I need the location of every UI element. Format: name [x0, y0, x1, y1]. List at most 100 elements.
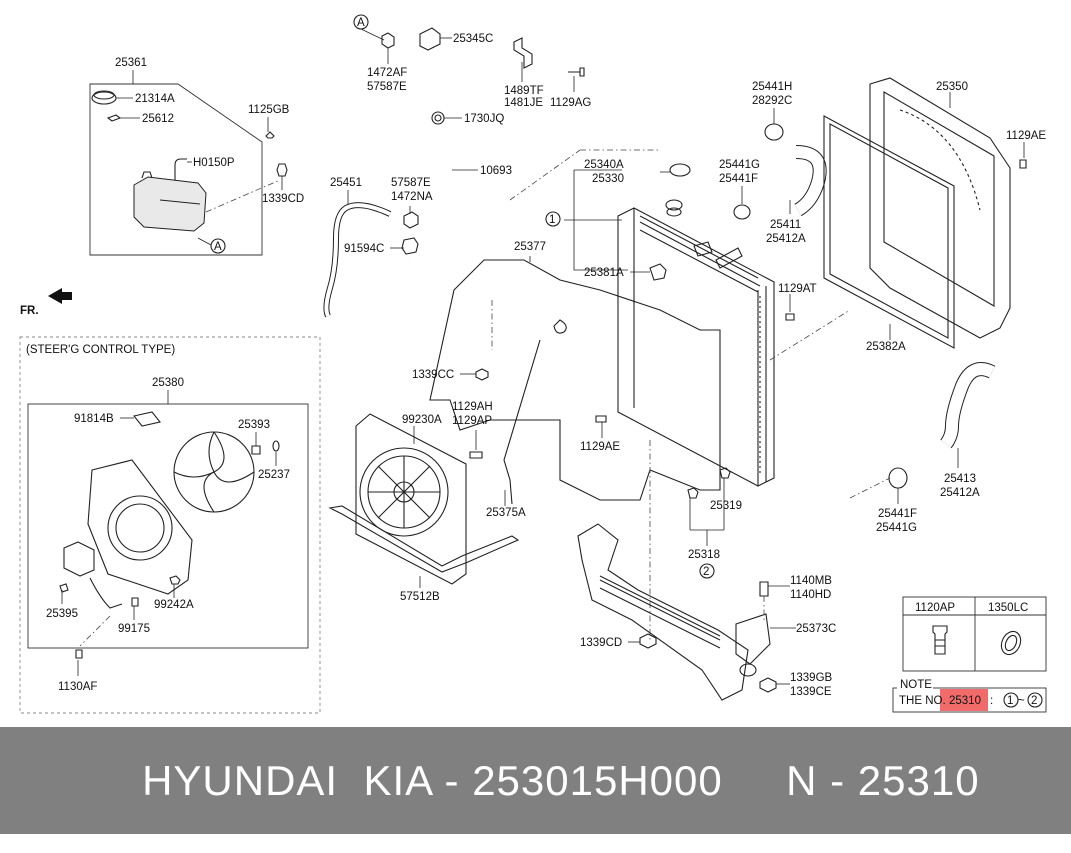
label-57587e-mid: 57587E: [391, 177, 431, 189]
label-91594c: 91594C: [344, 243, 384, 255]
fastener-col2-label: 1350LC: [988, 602, 1028, 614]
label-1129at: 1129AT: [778, 283, 817, 295]
reservoir-cap-drawing: [91, 91, 117, 105]
note-prefix: THE NO.: [899, 695, 946, 707]
label-1730jq: 1730JQ: [464, 113, 504, 125]
callout-1-text: 1: [549, 214, 555, 226]
footer-n-label: N: [786, 756, 818, 804]
clamp-1472na-drawing: [403, 211, 419, 229]
callout-2-text: 2: [703, 566, 709, 578]
part-number-footer: HYUNDAI KIA - 253015H000 N - 25310: [0, 727, 1071, 834]
label-25380: 25380: [152, 377, 184, 389]
label-1472na: 1472NA: [391, 191, 433, 203]
fan-shroud-drawing: [87, 459, 193, 595]
footer-make: KIA: [363, 756, 432, 804]
label-1140mb: 1140MB: [790, 575, 832, 587]
label-99230a: 99230A: [402, 414, 442, 426]
label-99175: 99175: [118, 623, 150, 635]
grommet-1339cd-drawing: [276, 163, 288, 177]
label-25373c: 25373C: [796, 623, 836, 635]
label-1129ae-mid: 1129AE: [580, 441, 620, 453]
parts-diagram: 25361 21314A 25612 1125GB H0150P 1339CD …: [19, 14, 1047, 714]
fan-motor-drawing: [63, 541, 95, 577]
radiator-filler-neck: [665, 199, 683, 211]
bolt-25318-drawing: [687, 487, 699, 499]
note-range-start: 1: [1007, 695, 1013, 707]
label-1130af: 1130AF: [58, 681, 97, 693]
label-25330: 25330: [592, 173, 624, 185]
note-box: [892, 687, 1047, 713]
bolt-1129ah-drawing: [469, 451, 483, 459]
note-highlight: [940, 689, 988, 711]
note-separator: :: [990, 695, 993, 707]
front-label: FR.: [20, 305, 39, 317]
washer-25237-drawing: [272, 440, 280, 452]
steering-control-dashed-box: [19, 336, 321, 714]
clamp-25441f-top-drawing: [733, 204, 751, 220]
fan-shroud-25377-drawing: [429, 259, 721, 501]
callout-a-bottom-text: A: [214, 241, 222, 253]
hose-h0150p-drawing: [174, 158, 187, 185]
clamp-1472af-drawing: [381, 32, 395, 49]
label-1481je: 1481JE: [504, 97, 543, 109]
label-1339cd-bottom: 1339CD: [580, 637, 622, 649]
label-25411: 25411: [770, 219, 801, 231]
nut-99242a-drawing: [169, 575, 181, 585]
frame-25382a-drawing: [823, 115, 955, 349]
label-1129ah: 1129AH: [452, 401, 493, 413]
bracket-25345c-drawing: [419, 27, 441, 51]
bolt-1130af-drawing: [75, 649, 83, 659]
rod-25375a-drawing: [503, 339, 541, 505]
bolt-1120ap-icon: [932, 625, 948, 655]
label-25318: 25318: [688, 549, 720, 561]
label-25412a-top: 25412A: [766, 233, 806, 245]
shroud-group: [429, 256, 721, 506]
label-1125gb: 1125GB: [248, 104, 290, 116]
cross-member-group: [577, 523, 796, 701]
label-25441h: 25441H: [752, 81, 792, 93]
label-25395: 25395: [46, 608, 78, 620]
label-1129ag: 1129AG: [550, 97, 591, 109]
clamp-25441h-drawing: [764, 123, 784, 141]
label-1129ap: 1129AP: [452, 415, 492, 427]
label-25441f-top: 25441F: [719, 173, 758, 185]
bar-57512b-drawing: [328, 505, 520, 573]
label-25361: 25361: [115, 57, 147, 69]
label-25393: 25393: [238, 419, 270, 431]
bolt-1140mb-drawing: [759, 581, 769, 597]
note-range-end: 2: [1031, 695, 1037, 707]
footer-sep2: -: [830, 756, 846, 804]
radiator-cap-25330-drawing: [669, 163, 691, 177]
label-10693: 10693: [480, 165, 512, 177]
footer-text: HYUNDAI KIA - 253015H000 N - 25310: [91, 709, 979, 853]
steering-control-group: [19, 336, 321, 714]
clip-91594c-drawing: [401, 237, 419, 255]
label-h0150p: H0150P: [193, 157, 235, 169]
label-25381a: 25381A: [584, 267, 624, 279]
label-21314a: 21314A: [135, 93, 175, 105]
radiator-group: [509, 149, 851, 640]
clamp-25441f-bottom-drawing: [888, 467, 908, 489]
callout-1: [545, 211, 561, 227]
footer-oem-number: 253015H000: [472, 756, 723, 804]
footer-brand: HYUNDAI: [142, 756, 339, 804]
label-25441f-bottom: 25441F: [878, 508, 917, 520]
label-plate-91814b-drawing: [133, 411, 161, 427]
nut-1339cc-drawing: [475, 368, 489, 381]
label-28292c: 28292C: [752, 95, 792, 107]
label-25350: 25350: [936, 81, 968, 93]
front-direction-indicator: [48, 288, 72, 304]
callout-a-bottom: [210, 238, 226, 254]
label-1129ae-right: 1129AE: [1006, 130, 1046, 142]
front-arrow-icon: [48, 288, 72, 304]
label-57587e-top: 57587E: [367, 81, 407, 93]
label-25451: 25451: [330, 177, 362, 189]
fastener-table: [902, 596, 1047, 672]
label-25413: 25413: [944, 473, 976, 485]
washer-1350lc-icon: [1000, 630, 1022, 656]
label-25319: 25319: [710, 500, 742, 512]
label-25237: 25237: [258, 469, 290, 481]
fastener-col1-label: 1120AP: [915, 602, 955, 614]
label-25612: 25612: [142, 113, 174, 125]
label-25375a: 25375A: [486, 507, 526, 519]
